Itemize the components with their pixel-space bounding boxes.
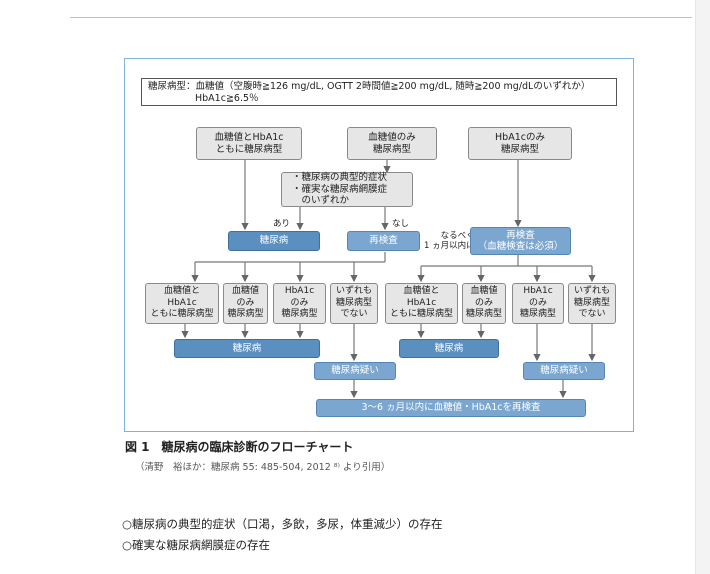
box-glucose-only-diabetic-type: 血糖値のみ 糖尿病型 bbox=[347, 127, 437, 160]
bullet-typical-symptoms: ○糖尿病の典型的症状（口渇，多飲，多尿，体重減少）の存在 bbox=[122, 517, 443, 531]
criteria-line-1: 糖尿病型：血糖値（空腹時≧126 mg/dL, OGTT 2時間値≧200 mg… bbox=[148, 81, 591, 92]
box-retest-3-6-months: 3～6 ヵ月以内に血糖値・HbA1cを再検査 bbox=[316, 399, 586, 417]
result-left-neither: いずれも 糖尿病型 でない bbox=[330, 283, 378, 324]
box-retest: 再検査 bbox=[347, 231, 420, 251]
result-left-both: 血糖値と HbA1c ともに糖尿病型 bbox=[145, 283, 219, 324]
result-right-both: 血糖値と HbA1c ともに糖尿病型 bbox=[385, 283, 458, 324]
result-right-hba1c-only: HbA1c のみ 糖尿病型 bbox=[512, 283, 564, 324]
result-right-glucose-only: 血糖値 のみ 糖尿病型 bbox=[462, 283, 506, 324]
criteria-line-2: HbA1c≧6.5％ bbox=[195, 93, 259, 104]
top-divider bbox=[70, 17, 692, 18]
criteria-box: 糖尿病型：血糖値（空腹時≧126 mg/dL, OGTT 2時間値≧200 mg… bbox=[141, 78, 617, 106]
figure-caption: 図 1 糖尿病の臨床診断のフローチャート bbox=[125, 440, 354, 454]
box-symptoms-or-retinopathy: ・糖尿病の典型的症状 ・確実な糖尿病網膜症 のいずれか bbox=[281, 172, 413, 207]
box-both-diabetic-type: 血糖値とHbA1c ともに糖尿病型 bbox=[196, 127, 302, 160]
figure-citation: （清野 裕ほか：糖尿病 55: 485-504, 2012 ⁸⁾ より引用） bbox=[135, 462, 391, 473]
box-diabetes-left: 糖尿病 bbox=[174, 339, 320, 358]
box-diabetes-right: 糖尿病 bbox=[399, 339, 499, 358]
box-hba1c-only-diabetic-type: HbA1cのみ 糖尿病型 bbox=[468, 127, 572, 160]
label-no: なし bbox=[392, 219, 410, 229]
result-left-glucose-only: 血糖値 のみ 糖尿病型 bbox=[223, 283, 268, 324]
result-left-hba1c-only: HbA1c のみ 糖尿病型 bbox=[273, 283, 326, 324]
bullet-retinopathy: ○確実な糖尿病網膜症の存在 bbox=[122, 538, 271, 552]
result-right-neither: いずれも 糖尿病型 でない bbox=[568, 283, 616, 324]
box-retest-glucose-required: 再検査 （血糖検査は必須） bbox=[470, 227, 571, 255]
box-suspected-right: 糖尿病疑い bbox=[523, 362, 605, 380]
label-within-one-month: なるべく 1 ヵ月以内に bbox=[424, 231, 475, 251]
label-yes: あり bbox=[273, 219, 291, 229]
page-edge bbox=[695, 0, 710, 574]
box-suspected-left: 糖尿病疑い bbox=[314, 362, 396, 380]
box-diabetes-mid: 糖尿病 bbox=[228, 231, 320, 251]
